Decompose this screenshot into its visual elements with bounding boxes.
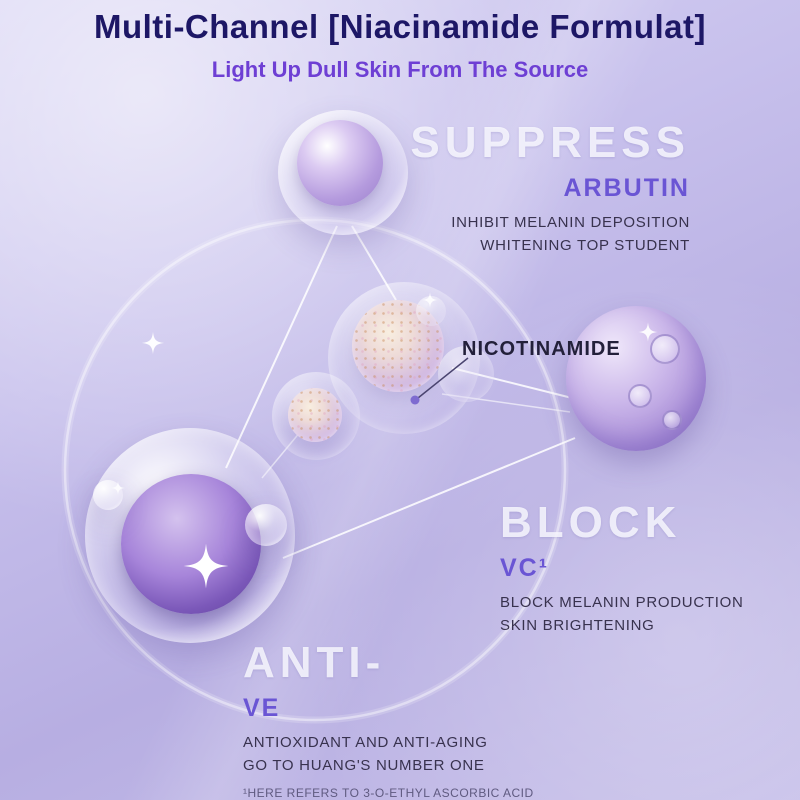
anti-line2: GO TO HUANG'S NUMBER ONE — [243, 757, 485, 775]
left-bubble-satellite — [245, 504, 287, 546]
suppress-heading: SUPPRESS — [410, 118, 690, 167]
suppress-ingredient: ARBUTIN — [563, 174, 690, 202]
section-anti: ANTI- VE ANTIOXIDANT AND ANTI-AGING GO T… — [243, 638, 534, 800]
center-bubble-small-core — [288, 388, 342, 442]
right-bubble — [566, 306, 706, 451]
right-bubble-cell — [650, 334, 680, 364]
anti-description: ANTIOXIDANT AND ANTI-AGING GO TO HUANG'S… — [243, 731, 534, 778]
right-bubble-cell — [662, 410, 682, 430]
block-heading: BLOCK — [500, 498, 682, 547]
block-line1: BLOCK MELANIN PRODUCTION — [500, 594, 744, 611]
center-bubble-micro — [416, 296, 446, 326]
block-description: BLOCK MELANIN PRODUCTION SKIN BRIGHTENIN… — [500, 591, 744, 638]
left-bubble — [85, 428, 295, 643]
top-bubble — [278, 110, 408, 235]
anti-heading: ANTI- — [243, 638, 386, 687]
sparkle-icon — [141, 331, 165, 355]
top-bubble-core — [297, 120, 383, 206]
suppress-line2: WHITENING TOP STUDENT — [480, 237, 690, 255]
suppress-line1: INHIBIT MELANIN DEPOSITION — [451, 214, 690, 231]
nicotinamide-label: NICOTINAMIDE — [462, 338, 621, 360]
section-block: BLOCK VC¹ BLOCK MELANIN PRODUCTION SKIN … — [500, 498, 744, 638]
anti-line1: ANTIOXIDANT AND ANTI-AGING — [243, 734, 488, 751]
page-title: Multi-Channel [Niacinamide Formulat] — [93, 8, 707, 45]
left-bubble-core — [121, 474, 261, 614]
block-ingredient: VC¹ — [500, 554, 550, 582]
section-suppress: SUPPRESS ARBUTIN INHIBIT MELANIN DEPOSIT… — [410, 118, 690, 258]
block-line2: SKIN BRIGHTENING — [500, 617, 655, 635]
page-subtitle: Light Up Dull Skin From The Source — [211, 57, 589, 82]
anti-ingredient: VE — [243, 694, 281, 722]
left-bubble-satellite-small — [93, 480, 123, 510]
anti-footnote: ¹HERE REFERS TO 3-O-ETHYL ASCORBIC ACID — [243, 785, 534, 800]
right-bubble-cell — [628, 384, 652, 408]
suppress-description: INHIBIT MELANIN DEPOSITION WHITENING TOP… — [410, 211, 690, 258]
